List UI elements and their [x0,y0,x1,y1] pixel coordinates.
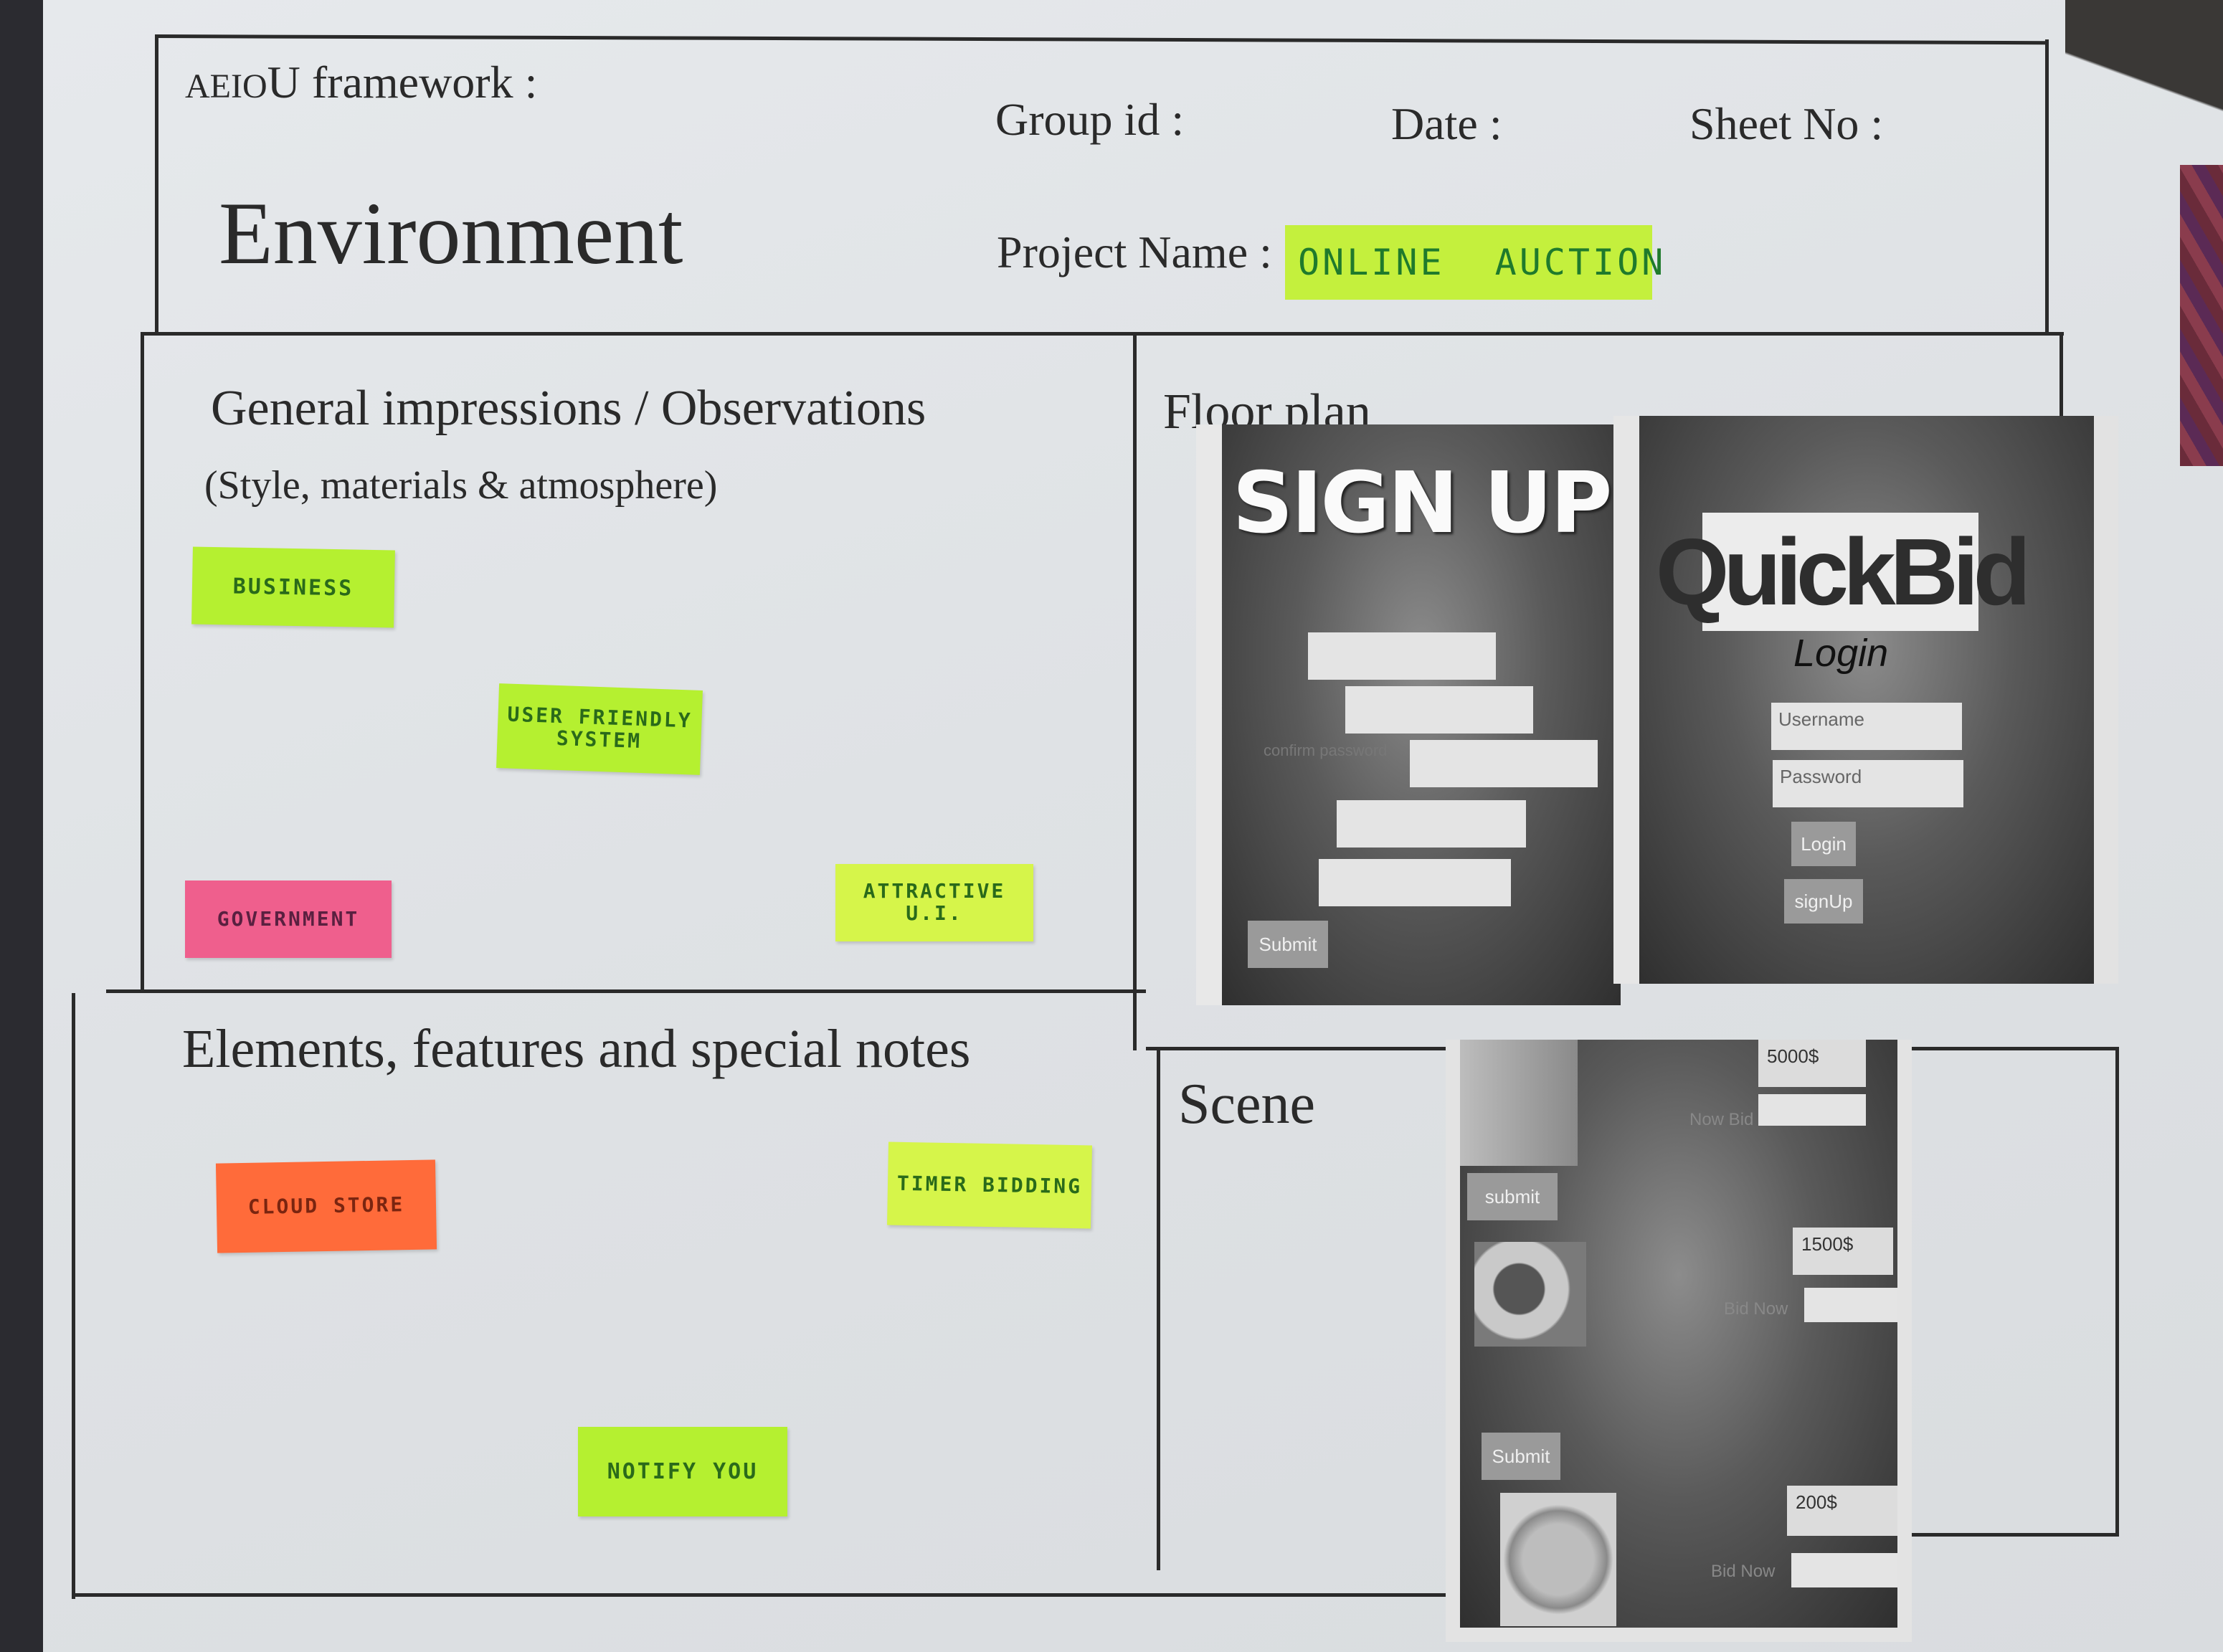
scene-screen-printout: 5000$ Now Bid submit 1500$ Bid Now Submi… [1446,1040,1912,1642]
frame-left-lower [72,993,75,1599]
frame-bottom-right [1900,1533,2119,1537]
note-attractive-ui: ATTRACTIVE U.I. [835,864,1033,941]
framework-label: AEIOU framework : [185,57,538,108]
group-id-label: Group id : [995,94,1185,145]
auction-item-image-1 [1460,1040,1578,1166]
left-section-divider [106,989,1146,993]
project-word-online: ONLINE [1298,242,1445,283]
signup-field-4 [1337,800,1526,848]
header-divider [142,332,2064,336]
login-heading: Login [1793,632,1889,675]
signup-screen-printout: SIGN UP confirm password Submit [1196,424,1621,1005]
item-1-submit-button: submit [1467,1173,1558,1220]
login-button: Login [1791,822,1856,866]
sheet-no-label: Sheet No : [1689,98,1884,149]
quickbid-logo: QuickBid [1656,513,2031,631]
password-placeholder: Password [1780,766,1862,787]
item-2-submit-button: Submit [1482,1433,1560,1480]
frame-left-upper [155,34,158,336]
frame-bottom [72,1593,1499,1597]
date-label: Date : [1391,98,1502,149]
signup-field-1 [1308,632,1496,680]
item-2-bid-field [1804,1288,1897,1322]
login-screen-printout: QuickBid Login Username Password Login s… [1613,416,2118,984]
signup-field-2 [1345,686,1533,734]
project-word-auction: AUCTION [1494,242,1667,283]
note-business: BUSINESS [191,546,395,628]
item-3-price: 200$ [1787,1486,1897,1536]
item-3-bid-label: Bid Now [1711,1562,1776,1581]
note-timer-bidding: TIMER BIDDING [887,1141,1092,1229]
confirm-password-label: confirm password [1264,741,1388,759]
general-impressions-heading: General impressions / Observations [211,381,926,436]
item-1-bid-field [1758,1094,1866,1126]
background-cloth [2180,165,2223,466]
frame-left [141,332,144,992]
username-field [1771,703,1962,750]
item-3-bid-field [1791,1553,1897,1587]
signup-button: signUp [1784,879,1863,924]
scene-heading: Scene [1178,1073,1316,1136]
item-2-price: 1500$ [1793,1228,1893,1275]
item-1-bid-label: Now Bid [1689,1110,1754,1129]
username-placeholder: Username [1778,708,1864,730]
signup-submit-button: Submit [1248,921,1328,968]
signup-title: SIGN UP [1232,453,1613,552]
general-impressions-subheading: (Style, materials & atmosphere) [204,463,718,508]
signup-field-3 [1410,740,1598,787]
signup-field-5 [1319,859,1511,906]
note-notify-you: NOTIFY YOU [578,1427,787,1516]
middle-vertical-lower [1157,1047,1160,1570]
elements-heading: Elements, features and special notes [182,1019,971,1079]
project-name-label: Project Name : [997,227,1272,277]
auction-item-image-2 [1474,1242,1586,1347]
note-cloud-store: CLOUD STORE [215,1159,437,1253]
note-user-friendly: USER FRIENDLY SYSTEM [496,683,703,775]
item-2-bid-label: Bid Now [1724,1299,1788,1319]
password-field [1773,760,1963,807]
note-government: GOVERNMENT [185,880,392,958]
item-1-price: 5000$ [1758,1040,1866,1087]
page-title: Environment [219,184,683,283]
middle-vertical-upper [1133,333,1137,1050]
frame-right-upper [2045,39,2049,333]
project-name-sticky: ONLINE AUCTION [1285,225,1663,300]
auction-item-image-3 [1500,1493,1616,1626]
frame-right-lower [2115,1047,2119,1534]
